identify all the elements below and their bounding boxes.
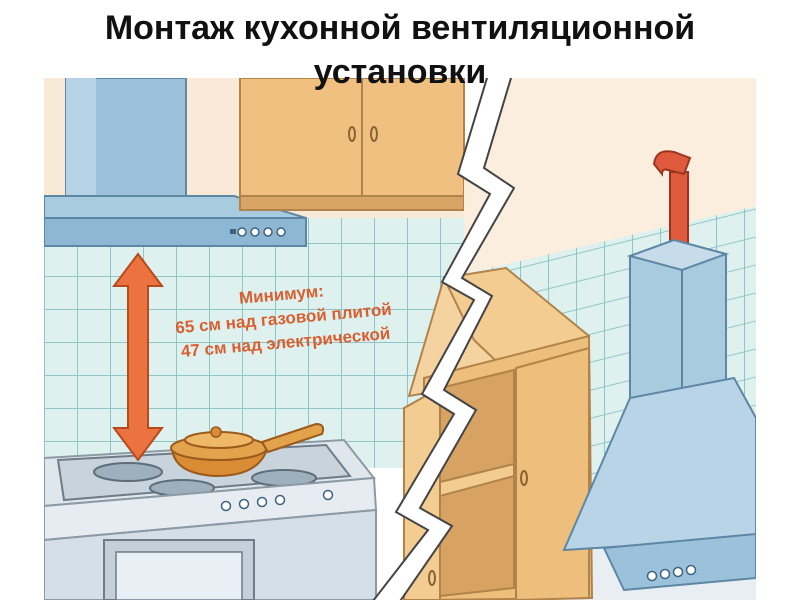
hood-button-icon	[263, 227, 273, 237]
right-hood	[562, 150, 756, 592]
left-upper-cabinet	[239, 78, 465, 211]
right-wall-upper	[464, 78, 756, 288]
cabinet-knob-icon	[428, 570, 436, 586]
hood-button-icon	[646, 570, 658, 582]
hood-button-icon	[685, 564, 697, 576]
hood-buttons	[230, 227, 286, 237]
hood-front	[602, 532, 756, 592]
left-tile-wall	[44, 218, 464, 468]
frying-pan	[170, 422, 325, 478]
hood-button-icon	[672, 566, 684, 578]
left-scene: Минимум: 65 см над газовой плитой 47 см …	[44, 78, 465, 600]
hood-button-icon	[250, 227, 260, 237]
cabinet-knob-icon	[520, 470, 528, 486]
cabinet-knob-icon	[348, 126, 356, 142]
cabinet-knob-icon	[370, 126, 378, 142]
hood-button-icon	[659, 568, 671, 580]
double-arrow-icon	[112, 252, 164, 462]
left-hood-front	[44, 217, 307, 247]
burner-icon	[93, 462, 163, 482]
page-title: Монтаж кухонной вентиляционной установки	[0, 6, 800, 94]
hood-button-icon	[237, 227, 247, 237]
title-line-2: установки	[313, 53, 487, 91]
hood-canopy	[562, 376, 756, 552]
title-line-1: Монтаж кухонной вентиляционной	[104, 9, 696, 47]
hood-button-icon	[276, 227, 286, 237]
crack-divider-icon	[372, 78, 516, 600]
right-scene	[403, 78, 756, 600]
kitchen-illustration: Минимум: 65 см над газовой плитой 47 см …	[44, 78, 756, 600]
stove-knobs	[220, 489, 334, 512]
